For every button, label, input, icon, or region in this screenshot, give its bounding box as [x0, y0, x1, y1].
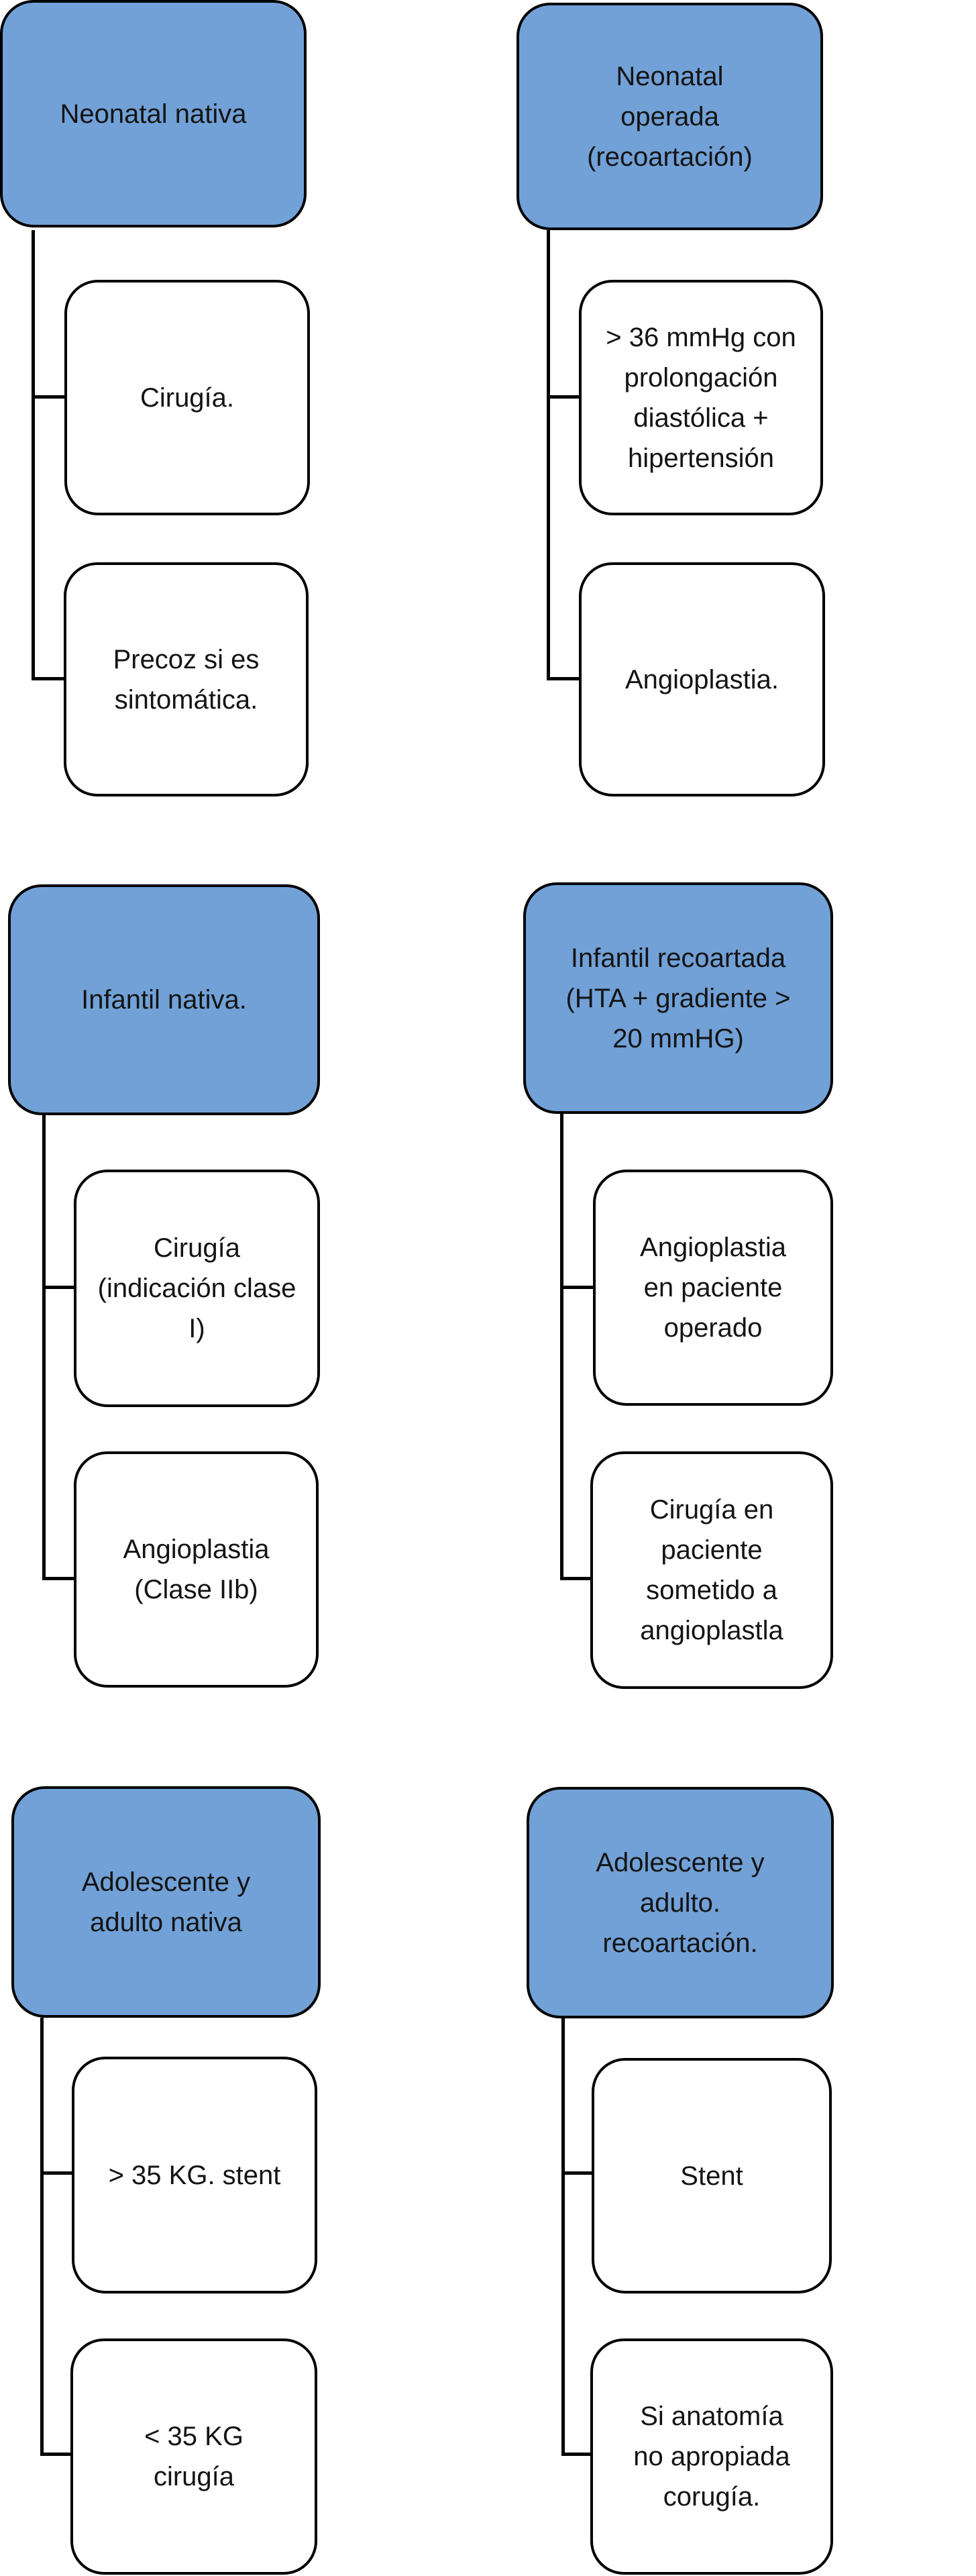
node-cirugia-paciente-angioplastia: Cirugía en paciente sometido a angioplas… [590, 1451, 833, 1689]
node-anatomia-no-apropiada-cirugia: Si anatomía no apropiada corugía. [590, 2338, 833, 2575]
node-precoz-si-es-sintomatica: Precoz si es sintomática. [64, 562, 309, 796]
connector-branch [561, 2453, 590, 2456]
connector-branch [547, 677, 579, 680]
connector-branch [547, 395, 579, 399]
connector-branch [32, 395, 64, 399]
connector-branch [42, 1286, 74, 1289]
node-adolescente-adulto-nativa: Adolescente y adulto nativa [11, 1786, 321, 2018]
node-cirugia-indicacion-clase-1: Cirugía (indicación clase I) [74, 1170, 320, 1407]
connector-stem [547, 230, 550, 680]
node-neonatal-nativa: Neonatal nativa [0, 0, 307, 227]
connector-branch [561, 2171, 592, 2175]
node-36mmhg-prolongacion-diastolica: > 36 mmHg con prolongación diastólica + … [579, 280, 823, 515]
node-angioplastia-clase-2b: Angioplastia (Clase IIb) [74, 1451, 319, 1688]
connector-branch [40, 2453, 70, 2456]
node-mayor-35kg-stent: > 35 KG. stent [72, 2057, 317, 2294]
connector-branch [32, 677, 64, 680]
node-stent: Stent [592, 2058, 832, 2294]
node-angioplastia-paciente-operado: Angioplastia en paciente operado [593, 1170, 833, 1406]
connector-stem [40, 2018, 44, 2456]
node-adolescente-adulto-recoartacion: Adolescente y adulto. recoartación. [527, 1787, 834, 2018]
connector-branch [560, 1286, 593, 1289]
connector-branch [40, 2171, 72, 2175]
node-infantil-nativa: Infantil nativa. [8, 884, 320, 1115]
connector-stem [560, 1114, 563, 1580]
connector-stem [42, 1115, 46, 1580]
connector-stem [32, 230, 35, 680]
node-neonatal-operada: Neonatal operada (recoartación) [517, 3, 823, 230]
node-menor-35kg-cirugia: < 35 KG cirugía [70, 2338, 317, 2575]
connector-branch [560, 1577, 590, 1580]
node-infantil-recoartada: Infantil recoartada (HTA + gradiente > 2… [523, 882, 833, 1114]
connector-stem [561, 2018, 565, 2456]
node-angioplastia: Angioplastia. [579, 562, 825, 796]
node-cirugia: Cirugía. [64, 280, 310, 515]
connector-branch [42, 1577, 74, 1580]
